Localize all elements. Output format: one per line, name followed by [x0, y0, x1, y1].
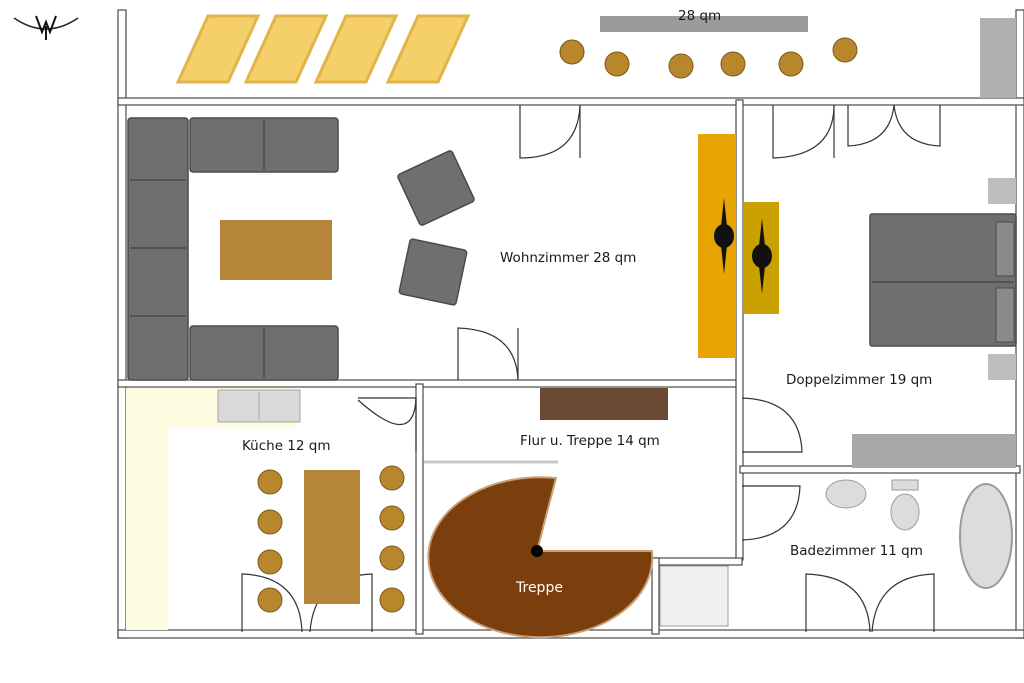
bathroom: Badezimmer 11 qm [790, 479, 1013, 589]
room-label-double: Doppelzimmer 19 qm [786, 372, 932, 388]
living-room: Wohnzimmer 28 qm [127, 117, 736, 381]
double-room: Doppelzimmer 19 qm [743, 178, 1017, 468]
wash-basin [825, 479, 867, 509]
kitchen: Küche 12 qm [126, 388, 405, 630]
sofa-left [127, 117, 189, 381]
room-label-living: Wohnzimmer 28 qm [500, 250, 636, 266]
sideboard [540, 388, 668, 420]
double-bed [869, 213, 1017, 347]
armchair-1 [397, 150, 475, 226]
toilet [890, 493, 920, 531]
terrace-chairs [559, 37, 858, 79]
sun-loungers [175, 14, 471, 84]
hall: Flur u. Treppe 14 qm Treppe [424, 388, 729, 639]
shower [659, 565, 729, 627]
terrace-area-label: 28 qm [678, 8, 721, 24]
nightstand-bottom [988, 354, 1016, 380]
terrace-pillar [980, 18, 1016, 98]
wardrobe [852, 434, 1016, 468]
compass-icon [13, 15, 79, 40]
room-label-hall: Flur u. Treppe 14 qm [520, 433, 660, 449]
coffee-table [220, 220, 332, 280]
armchair-2 [398, 238, 468, 306]
doors [241, 104, 941, 633]
stairs-label: Treppe [515, 580, 563, 596]
shelf [698, 134, 736, 358]
terrace: 28 qm [175, 8, 1016, 98]
bathtub [959, 483, 1013, 589]
kitchen-chairs [257, 465, 405, 613]
room-label-kitchen: Küche 12 qm [242, 438, 331, 454]
dining-table [304, 470, 360, 604]
terrace-bench [600, 16, 808, 32]
kitchen-counter-side [126, 388, 168, 630]
room-label-bath: Badezimmer 11 qm [790, 543, 923, 559]
spiral-staircase [427, 476, 654, 639]
nightstand-top [988, 178, 1016, 204]
